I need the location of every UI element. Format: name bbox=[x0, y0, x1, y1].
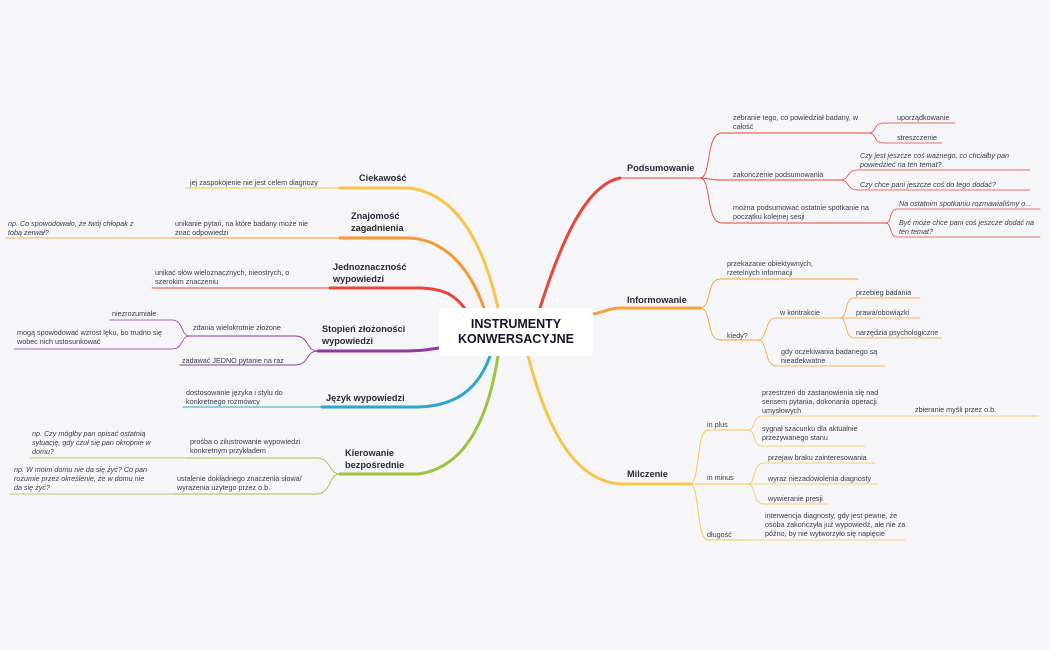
node-interwencja[interactable]: interwencja diagnosty, gdy jest pewne, ż… bbox=[765, 511, 906, 538]
node-question-2[interactable]: Czy chce pani jeszcze coś do tego dodać? bbox=[860, 180, 996, 189]
node-zbieranie[interactable]: zbieranie myśli przez o.b. bbox=[915, 405, 997, 414]
node-kierowanie-example-1[interactable]: np. Czy mógłby pan opisać ostatnią sytua… bbox=[32, 429, 151, 456]
node-wywieranie[interactable]: wywieranie presji bbox=[768, 494, 823, 503]
node-zadawac[interactable]: zadawać JEDNO pytanie na raz bbox=[182, 356, 284, 365]
node-przejaw[interactable]: przejaw braku zainteresowania bbox=[768, 453, 867, 462]
branch-kierowanie bbox=[9, 354, 500, 495]
branch-ciekawosc bbox=[185, 186, 500, 310]
node-ustalenie[interactable]: ustalenie dokładnego znaczenia słowa/ wy… bbox=[177, 474, 302, 492]
branch-stopien bbox=[13, 319, 441, 366]
branch-jednoznacznosc bbox=[151, 286, 468, 312]
node-przekazanie[interactable]: przekazanie obiektywnych, rzetelnych inf… bbox=[727, 259, 813, 277]
topic-jednoznacznosc-line2[interactable]: wypowiedzi bbox=[333, 274, 385, 284]
topic-znajomosc-line2[interactable]: zagadnienia bbox=[351, 223, 404, 233]
node-gdy-oczekiwania[interactable]: gdy oczekiwania badanego są nieadekwatne bbox=[781, 347, 878, 365]
branch-jezyk bbox=[182, 354, 492, 409]
node-niezrozumiale[interactable]: niezrozumiałe bbox=[112, 309, 157, 318]
central-topic[interactable]: INSTRUMENTY KONWERSACYJNE bbox=[439, 308, 593, 356]
node-in-plus[interactable]: in plus bbox=[707, 420, 728, 429]
node-wyraz[interactable]: wyraz niezadowolenia diagnosty bbox=[768, 474, 872, 483]
node-jezyk-item[interactable]: dostosowanie języka i stylu do konkretne… bbox=[186, 388, 283, 406]
node-streszczenie[interactable]: streszczenie bbox=[897, 133, 937, 142]
node-kierowanie-example-2[interactable]: np. W moim domu nie da się żyć? Co pan r… bbox=[14, 465, 148, 492]
node-dlugosc[interactable]: długość bbox=[707, 530, 732, 539]
topic-stopien-line1[interactable]: Stopień złożoności bbox=[322, 324, 406, 334]
node-sygnal[interactable]: sygnał szacunku dla aktualnie przeżywane… bbox=[762, 424, 858, 442]
node-mozna[interactable]: można podsumować ostatnie spotkanie na p… bbox=[733, 203, 869, 221]
node-znajomosc-item[interactable]: unikanie pytań, na które badany może nie… bbox=[175, 219, 309, 237]
node-ciekawosc-item[interactable]: jej zaspokojenie nie jest celem diagnozy bbox=[190, 178, 318, 187]
node-kiedy[interactable]: kiedy? bbox=[727, 331, 748, 340]
topic-kierowanie-line2[interactable]: bezpośrednie bbox=[345, 460, 405, 470]
topic-stopien-line2[interactable]: wypowiedzi bbox=[322, 336, 374, 346]
topic-informowanie[interactable]: Informowanie bbox=[627, 295, 687, 305]
topic-milczenie[interactable]: Milczenie bbox=[627, 469, 668, 479]
node-jednoznacznosc-item[interactable]: unikać słów wieloznacznych, nieostrych, … bbox=[155, 268, 290, 286]
node-przestrzen[interactable]: przestrzeń do zastanowienia się nad sens… bbox=[762, 388, 879, 415]
branch-znajomosc bbox=[5, 236, 486, 310]
topic-kierowanie-line1[interactable]: Kierowanie bbox=[345, 448, 395, 458]
topic-jednoznacznosc-line1[interactable]: Jednoznaczność bbox=[333, 262, 407, 272]
branch-milczenie bbox=[526, 354, 1039, 541]
central-topic-line1: INSTRUMENTY bbox=[470, 317, 562, 331]
branch-podsumowanie bbox=[538, 122, 1041, 310]
node-przebieg[interactable]: przebieg badania bbox=[856, 288, 912, 297]
node-zdania[interactable]: zdania wielokrotnie złożone bbox=[193, 323, 281, 332]
node-zebranie[interactable]: zebranie tego, co powiedział badany, w c… bbox=[733, 113, 858, 131]
node-question-1[interactable]: Czy jest jeszcze coś ważnego, co chciałb… bbox=[860, 151, 1010, 169]
topic-ciekawosc[interactable]: Ciekawość bbox=[359, 173, 407, 183]
topic-znajomosc-line1[interactable]: Znajomość bbox=[351, 211, 400, 221]
node-in-minus[interactable]: in minus bbox=[707, 473, 734, 482]
topic-jezyk[interactable]: Język wypowiedzi bbox=[326, 393, 405, 403]
node-prosba[interactable]: prośba o zilustrowanie wypowiedzi konkre… bbox=[190, 437, 301, 455]
node-znajomosc-example[interactable]: np. Co spowodowało, że twój chłopak z to… bbox=[8, 219, 134, 237]
node-narzedzia[interactable]: narzędzia psychologiczne bbox=[856, 328, 939, 337]
node-w-kontrakcie[interactable]: w kontrakcie bbox=[780, 308, 820, 317]
node-question-4[interactable]: Być może chce pani coś jeszcze dodać na … bbox=[899, 218, 1035, 236]
branch-informowanie bbox=[591, 278, 943, 367]
node-uporzadkowanie[interactable]: uporządkowanie bbox=[897, 113, 950, 122]
node-zakonczenie[interactable]: zakończenie podsumowania bbox=[733, 170, 824, 179]
node-prawa[interactable]: prawa/obowiązki bbox=[856, 308, 910, 317]
topic-podsumowanie[interactable]: Podsumowanie bbox=[627, 163, 695, 173]
node-question-3[interactable]: Na ostatnim spotkaniu rozmawialiśmy o... bbox=[899, 199, 1032, 208]
node-moga[interactable]: mogą spowodować wzrost lęku, bo trudno s… bbox=[17, 328, 163, 346]
central-topic-line2: KONWERSACYJNE bbox=[458, 332, 574, 346]
